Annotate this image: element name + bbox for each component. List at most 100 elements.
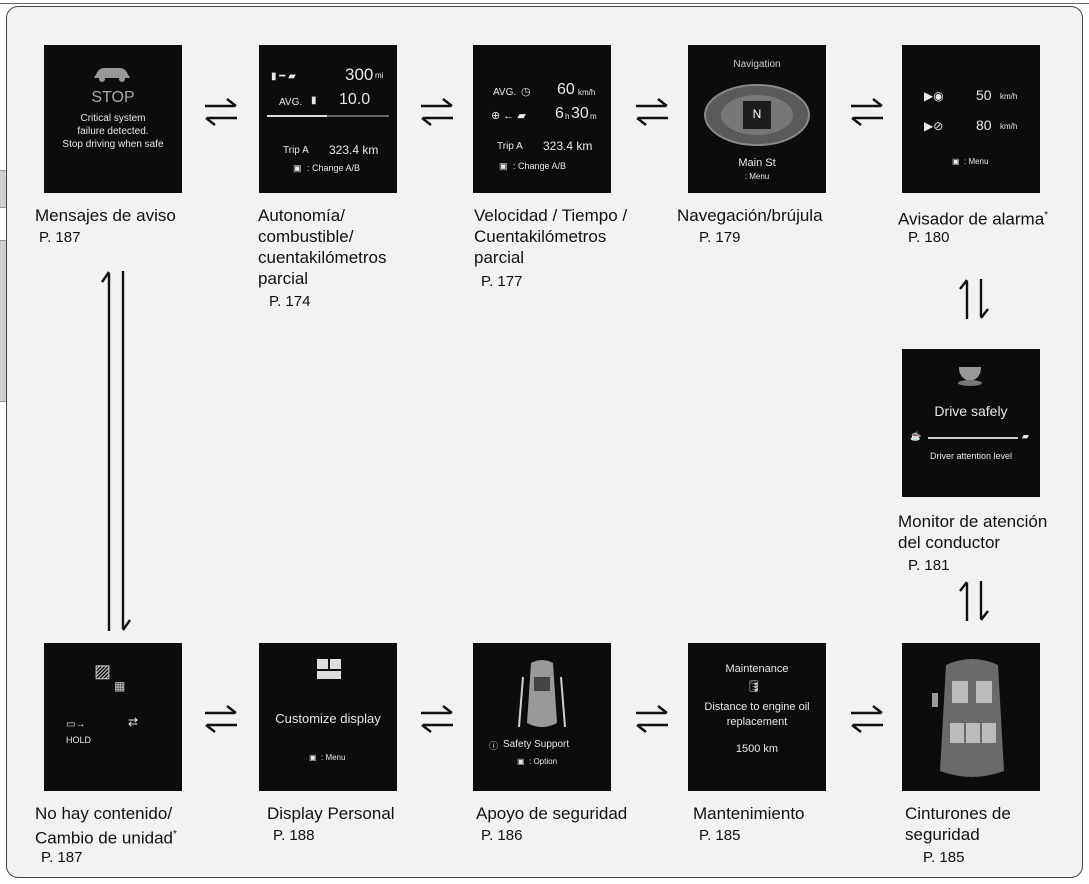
stop-text: STOP bbox=[91, 89, 135, 106]
attention-level-bar bbox=[928, 437, 1018, 439]
switch-arrows-vertical-long-icon bbox=[101, 271, 131, 631]
unit-swap-icon: ⇄ bbox=[128, 715, 139, 729]
switch-arrows-icon bbox=[421, 705, 453, 733]
maintenance-line: replacement bbox=[726, 716, 788, 728]
label-speed: parcial bbox=[474, 248, 525, 267]
alarm-off-icon: ▶⊘ bbox=[924, 119, 944, 133]
change-hint: : Change A/B bbox=[307, 163, 361, 173]
range-value: 300 bbox=[345, 65, 374, 84]
nav-title: Navigation bbox=[733, 59, 781, 70]
label-maintenance: Mantenimiento bbox=[693, 804, 805, 823]
page-ref: P. 185 bbox=[699, 827, 741, 844]
diagram-frame: STOP Critical system failure detected. S… bbox=[6, 6, 1083, 878]
display-title: Customize display bbox=[275, 711, 381, 726]
maintenance-line: Distance to engine oil bbox=[704, 701, 810, 713]
label-speed: Velocidad / Tiempo / bbox=[474, 206, 628, 225]
car-icon bbox=[94, 68, 130, 82]
label-speed: Cuentakilómetros bbox=[474, 227, 607, 246]
page-ref: P. 187 bbox=[39, 229, 81, 246]
page-ref: P. 186 bbox=[481, 827, 523, 844]
label-seatbelts: Cinturones de bbox=[905, 804, 1011, 823]
label-driver-attention: Monitor de atención bbox=[898, 512, 1048, 531]
switch-arrows-icon bbox=[851, 705, 883, 733]
fuel-icon: ▮ bbox=[311, 95, 317, 106]
alarm-icon: ▶◉ bbox=[924, 89, 944, 103]
switch-arrows-icon bbox=[636, 98, 668, 126]
layout-icon bbox=[317, 659, 341, 679]
label-safety-support: Apoyo de seguridad bbox=[476, 804, 628, 823]
unit-icon: ▦ bbox=[114, 679, 126, 693]
trip-value: 323.4 km bbox=[543, 139, 593, 153]
switch-arrows-icon bbox=[205, 98, 237, 126]
no-content-icon: ▨ bbox=[94, 661, 112, 681]
label-speed-alarm: Avisador de alarma* bbox=[898, 209, 1049, 229]
car-top-view-icon bbox=[518, 660, 566, 728]
top-rule bbox=[0, 3, 1089, 4]
car-seatbelt-icon bbox=[932, 659, 1004, 777]
switch-arrows-icon bbox=[205, 705, 237, 733]
speed-value: 60 bbox=[557, 81, 575, 98]
screen-customize-display: Customize display ▣ : Menu bbox=[259, 643, 397, 791]
label-navigation: Navegación/brújula bbox=[677, 206, 823, 225]
screen-seatbelts bbox=[902, 643, 1040, 791]
page-ref: P. 179 bbox=[699, 229, 741, 246]
alarm-unit: km/h bbox=[1000, 92, 1018, 101]
menu-hint: : Menu bbox=[321, 753, 346, 762]
page-ref: P. 177 bbox=[481, 273, 523, 290]
label-seatbelts: seguridad bbox=[905, 825, 980, 844]
clock-icon: ⊕ ← ▰ bbox=[491, 110, 526, 122]
label-range: cuentakilómetros bbox=[258, 248, 387, 267]
label-range: parcial bbox=[258, 269, 309, 288]
page-ref: P. 185 bbox=[923, 849, 965, 866]
street-name: Main St bbox=[738, 157, 776, 169]
menu-hint: : Menu bbox=[744, 172, 770, 181]
avg-label: AVG. bbox=[279, 97, 303, 108]
safety-icon: ⓘ bbox=[489, 741, 499, 751]
fuel-icon: ▮ ━ ▰ bbox=[271, 71, 296, 82]
warning-line: Stop driving when safe bbox=[62, 139, 164, 150]
fuel-gauge-track bbox=[267, 115, 389, 117]
speed-unit: km/h bbox=[578, 88, 596, 97]
time-hours: 6 bbox=[555, 105, 564, 122]
hold-text: HOLD bbox=[66, 735, 92, 745]
car-icon: ▰ bbox=[1022, 431, 1029, 441]
change-hint: : Change A/B bbox=[513, 161, 567, 171]
switch-arrows-icon bbox=[421, 98, 453, 126]
attention-subtitle: Driver attention level bbox=[929, 451, 1013, 461]
page-ref: P. 181 bbox=[908, 557, 950, 574]
screen-maintenance: Maintenance 🛢 Distance to engine oil rep… bbox=[688, 643, 826, 791]
page-ref: P. 187 bbox=[41, 849, 83, 866]
screen-warning-messages: STOP Critical system failure detected. S… bbox=[44, 45, 182, 193]
screen-navigation: Navigation N Main St : Menu bbox=[688, 45, 826, 193]
fuel-gauge-fill bbox=[267, 115, 327, 117]
button-icon: ▭→ bbox=[66, 719, 86, 730]
button-icon: ▣ bbox=[293, 163, 302, 173]
alarm-unit: km/h bbox=[1000, 122, 1018, 131]
warning-line: Critical system bbox=[80, 113, 146, 124]
screen-speed-alarm: ▶◉ 50 km/h ▶⊘ 80 km/h ▣ : Menu bbox=[902, 45, 1040, 193]
attention-title: Drive safely bbox=[934, 403, 1008, 419]
switch-arrows-icon bbox=[636, 705, 668, 733]
label-warning-messages: Mensajes de aviso bbox=[35, 206, 176, 225]
avg-value: 10.0 bbox=[339, 91, 371, 108]
button-icon: ▣ bbox=[517, 757, 525, 766]
screen-safety-support: ⓘ Safety Support ▣ : Option bbox=[473, 643, 611, 791]
screen-speed-time: AVG. ◷ 60 km/h ⊕ ← ▰ 6 h 30 m Trip A 323… bbox=[473, 45, 611, 193]
maintenance-value: 1500 km bbox=[735, 743, 779, 755]
option-hint: : Option bbox=[529, 757, 558, 766]
alarm-value: 80 bbox=[976, 117, 992, 133]
range-unit: mi bbox=[375, 71, 384, 80]
warning-line: failure detected. bbox=[77, 126, 149, 137]
button-icon: ▣ bbox=[952, 157, 960, 166]
time-hour-unit: h bbox=[565, 112, 570, 121]
time-minute-unit: m bbox=[590, 112, 597, 121]
page-ref: P. 180 bbox=[908, 229, 950, 246]
cup-icon: ☕ bbox=[910, 431, 922, 441]
label-display-personal: Display Personal bbox=[267, 804, 395, 823]
button-icon: ▣ bbox=[499, 161, 508, 171]
button-icon: ▣ bbox=[309, 753, 317, 762]
trip-label: Trip A bbox=[283, 145, 309, 156]
time-minutes: 30 bbox=[571, 105, 589, 122]
avg-label: AVG. bbox=[493, 87, 517, 98]
switch-arrows-icon bbox=[851, 98, 883, 126]
